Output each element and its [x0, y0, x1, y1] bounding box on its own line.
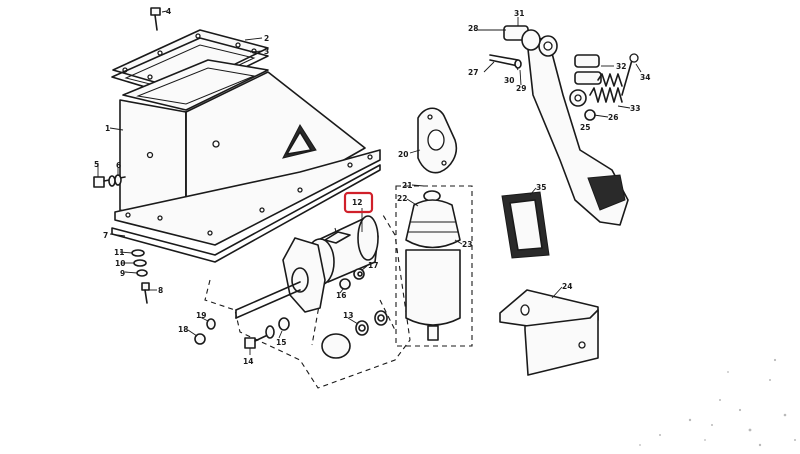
- label-22: 22: [397, 194, 407, 203]
- label-17: 17: [368, 261, 378, 270]
- scan-noise: [639, 358, 796, 447]
- label-31: 31: [514, 9, 524, 18]
- part-33-return-spring: [589, 53, 639, 103]
- part-13-boot: [321, 310, 388, 359]
- part-35-pedal-pad: [501, 191, 550, 259]
- part-pedal-lever: [526, 35, 629, 226]
- label-30: 30: [504, 76, 514, 85]
- part-27-29-pins: [489, 25, 541, 69]
- part-14-15-18-19-bolts: [194, 317, 290, 349]
- part-16-17-nuts: [339, 268, 365, 290]
- solenoid-flange-plate: [235, 237, 326, 319]
- part-24-bracket: [499, 289, 599, 376]
- label-28: 28: [468, 24, 478, 33]
- label-18: 18: [178, 325, 188, 334]
- assembly-group-outline: [204, 214, 411, 389]
- label-33: 33: [630, 104, 640, 113]
- label-35: 35: [536, 183, 546, 192]
- part-20-gasket: [417, 107, 458, 174]
- part-26-bushing: [584, 109, 596, 121]
- highlight-box: [343, 191, 374, 214]
- label-19: 19: [196, 311, 206, 320]
- label-5: 5: [94, 160, 99, 169]
- label-23: 23: [462, 240, 472, 249]
- part-21-23-filter: [395, 185, 473, 347]
- label-24: 24: [562, 282, 572, 291]
- label-26: 26: [608, 113, 618, 122]
- label-27: 27: [468, 68, 478, 77]
- label-32: 32: [616, 62, 626, 71]
- label-8: 8: [158, 286, 163, 295]
- part-5-6-side-bolt: [93, 174, 126, 188]
- label-3: 3: [264, 47, 269, 56]
- label-4: 4: [166, 7, 171, 16]
- part-7-base-flange: [111, 149, 381, 263]
- label-29: 29: [516, 84, 526, 93]
- part-32-spring: [574, 54, 623, 87]
- label-25: 25: [580, 123, 590, 132]
- label-11: 11: [114, 248, 124, 257]
- label-16: 16: [336, 291, 346, 300]
- part-number-labels: 4 2 3 1 5 6 7 11 10 9 8 12 13 14 15 16 1…: [94, 7, 650, 366]
- part-8-11-hardware: [131, 249, 150, 304]
- label-14: 14: [243, 357, 253, 366]
- label-7: 7: [103, 231, 108, 240]
- leader-lines: [97, 10, 642, 355]
- label-21: 21: [402, 181, 412, 190]
- label-34: 34: [640, 73, 650, 82]
- label-15: 15: [276, 338, 286, 347]
- label-9: 9: [120, 269, 125, 278]
- label-6: 6: [116, 161, 121, 170]
- label-10: 10: [115, 259, 125, 268]
- part-4-bolt: [150, 7, 161, 31]
- label-12: 12: [352, 198, 362, 207]
- label-13: 13: [343, 311, 353, 320]
- label-20: 20: [398, 150, 408, 159]
- label-1: 1: [105, 124, 110, 133]
- label-2: 2: [264, 34, 269, 43]
